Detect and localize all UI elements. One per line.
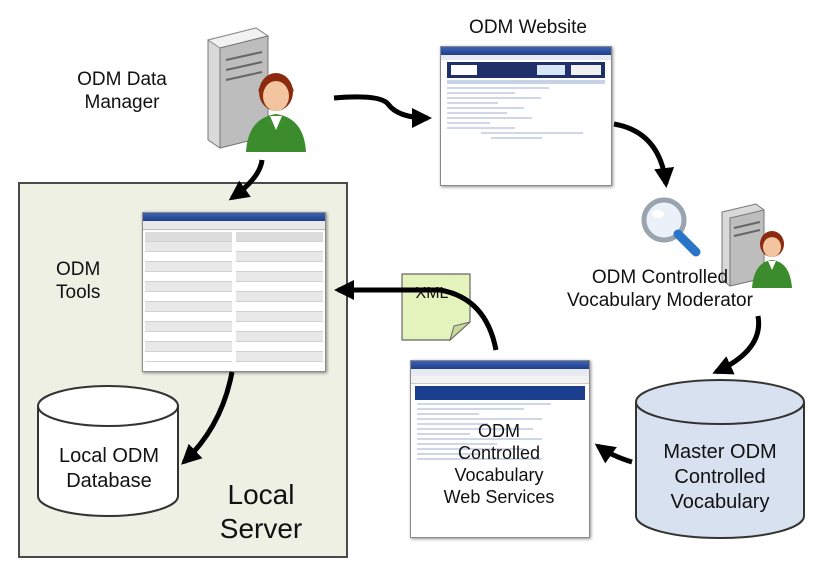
website-label: ODM Website bbox=[469, 17, 587, 38]
arrow-webservices-to-tools bbox=[334, 280, 499, 351]
arrow-website-to-moderator bbox=[613, 121, 675, 188]
master-label-line2: Controlled bbox=[674, 466, 766, 488]
magnifier-icon bbox=[641, 197, 701, 257]
web-services-titlebar bbox=[411, 361, 589, 369]
tools-label-line2: Tools bbox=[56, 282, 101, 303]
local-server-label: Local Server bbox=[196, 478, 326, 546]
master-label-line1: Master ODM bbox=[663, 441, 777, 463]
web-services-label-line2: Controlled bbox=[457, 443, 541, 463]
website-titlebar bbox=[441, 47, 611, 55]
arrow-moderator-to-master bbox=[712, 315, 762, 375]
data-manager-server-person-icon bbox=[206, 27, 306, 152]
local-database-label: Local ODM Database bbox=[40, 444, 178, 494]
web-services-label: ODM Controlled Vocabulary Web Services bbox=[418, 420, 580, 508]
moderator-label-line2: Vocabulary Moderator bbox=[567, 290, 753, 311]
moderator-server-person-icon bbox=[721, 203, 792, 288]
moderator-label: ODM Controlled Vocabulary Moderator bbox=[555, 266, 765, 312]
web-services-banner bbox=[415, 386, 585, 400]
local-server-label-line2: Server bbox=[219, 513, 303, 544]
arrow-master-to-webservices bbox=[594, 443, 633, 465]
tools-label: ODM Tools bbox=[56, 258, 136, 304]
tools-screenshot bbox=[142, 212, 326, 372]
master-label: Master ODM Controlled Vocabulary bbox=[636, 440, 804, 515]
local-database-label-line1: Local ODM bbox=[58, 445, 160, 467]
local-server-label-line1: Local bbox=[227, 479, 295, 510]
local-database-label-line2: Database bbox=[66, 470, 152, 492]
tools-label-line1: ODM bbox=[56, 259, 101, 280]
arrow-tools-to-localdb bbox=[181, 371, 235, 465]
tools-titlebar bbox=[143, 213, 325, 221]
data-manager-label: ODM Data Manager bbox=[52, 68, 192, 114]
website-screenshot bbox=[440, 46, 612, 186]
web-services-label-line1: ODM bbox=[478, 421, 520, 441]
web-services-screenshot bbox=[410, 360, 590, 538]
web-services-label-line4: Web Services bbox=[443, 487, 555, 507]
local-database-cylinder-icon bbox=[37, 385, 179, 517]
moderator-label-line1: ODM Controlled bbox=[591, 267, 729, 288]
arrow-manager-to-tools bbox=[228, 159, 265, 201]
data-manager-label-line1: ODM Data bbox=[77, 69, 167, 90]
data-manager-label-line2: Manager bbox=[84, 92, 160, 113]
master-database-cylinder-icon bbox=[635, 379, 805, 539]
web-services-label-line3: Vocabulary bbox=[454, 465, 544, 485]
master-label-line3: Vocabulary bbox=[670, 491, 770, 513]
arrow-manager-to-website bbox=[333, 94, 432, 128]
website-banner bbox=[447, 62, 605, 78]
